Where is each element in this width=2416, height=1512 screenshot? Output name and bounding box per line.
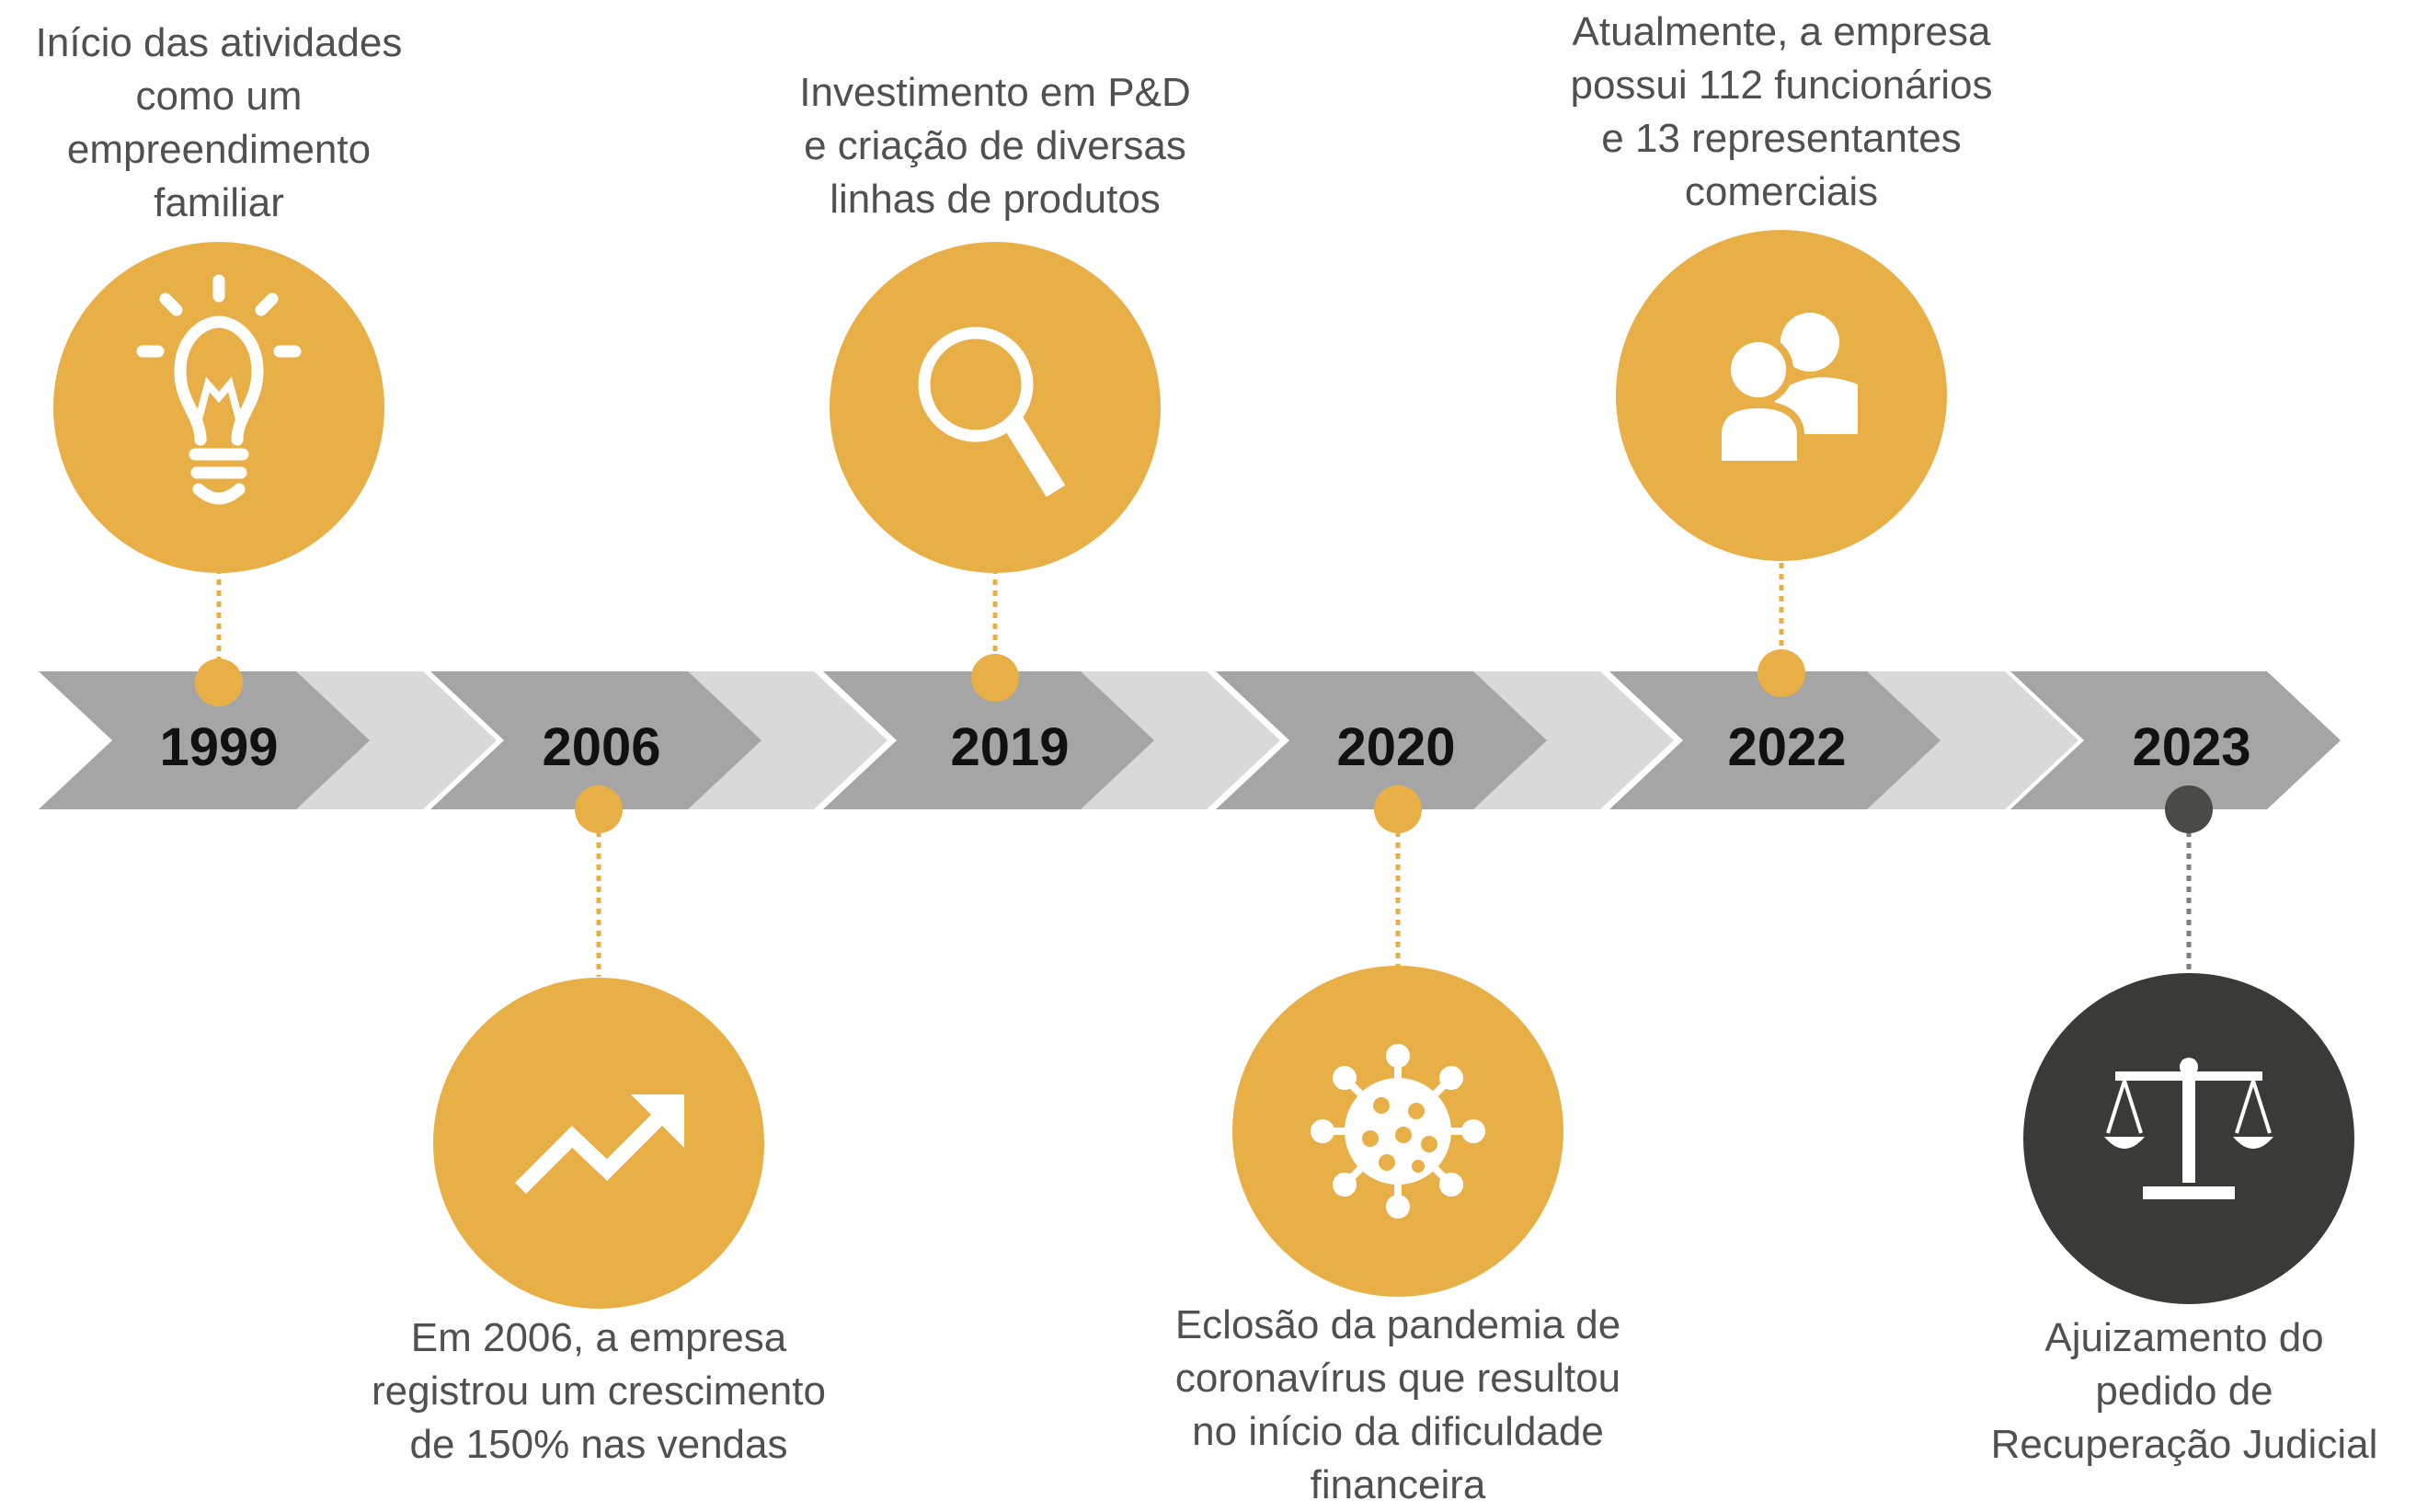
trending-up-icon	[514, 1094, 684, 1195]
chevron-dark-6	[2010, 671, 2341, 809]
chevron-dark-4	[1216, 671, 1547, 809]
connector-dot	[1758, 649, 1805, 697]
virus-icon	[1311, 1044, 1485, 1219]
year-label-1999: 1999	[159, 717, 279, 777]
connector-dot	[971, 654, 1019, 702]
people-icon	[1714, 313, 1858, 468]
year-label-2022: 2022	[1727, 717, 1847, 777]
connector-dot	[195, 659, 243, 706]
chevron-light-2	[679, 671, 887, 809]
milestone-2023	[2023, 785, 2354, 1304]
year-label-2020: 2020	[1336, 717, 1456, 777]
caption-2020: Eclosão da pandemia de coronavírus que r…	[1174, 1302, 1621, 1507]
chevron-dark-2	[430, 671, 761, 809]
caption-2019: Investimento em P&D e criação de diversa…	[799, 70, 1191, 222]
chevron-light-5	[1856, 671, 2078, 809]
magnifier-icon	[918, 326, 1066, 498]
connector-dot	[575, 785, 623, 833]
milestone-circle	[830, 242, 1161, 573]
connector-dot	[1374, 785, 1422, 833]
milestone-2020	[1232, 785, 1563, 1297]
caption-2023: Ajuizamento do pedido de Recuperação Jud…	[1990, 1315, 2378, 1467]
milestone-2022	[1616, 230, 1947, 697]
scales-icon	[2104, 1058, 2273, 1199]
milestone-circle	[53, 242, 384, 573]
timeline-band	[39, 671, 2341, 809]
milestone-2019	[830, 242, 1161, 702]
caption-1999: Início das atividades como um empreendim…	[35, 20, 403, 225]
milestone-circle	[433, 978, 764, 1309]
chevron-light-4	[1462, 671, 1674, 809]
lightbulb-icon	[136, 274, 302, 505]
milestone-2006	[433, 785, 764, 1309]
chevron-dark-3	[823, 671, 1154, 809]
year-label-2023: 2023	[2132, 717, 2251, 777]
milestone-1999	[53, 242, 384, 706]
chevron-light-3	[1069, 671, 1280, 809]
year-label-2019: 2019	[950, 717, 1070, 777]
year-label-2006: 2006	[542, 717, 661, 777]
chevron-dark-1	[39, 671, 370, 809]
chevron-light-1	[287, 671, 497, 809]
connector-dot	[2165, 785, 2213, 833]
chevron-dark-5	[1609, 671, 1941, 809]
caption-2022: Atualmente, a empresa possui 112 funcion…	[1570, 9, 1993, 214]
caption-2006: Em 2006, a empresa registrou um crescime…	[372, 1315, 826, 1467]
